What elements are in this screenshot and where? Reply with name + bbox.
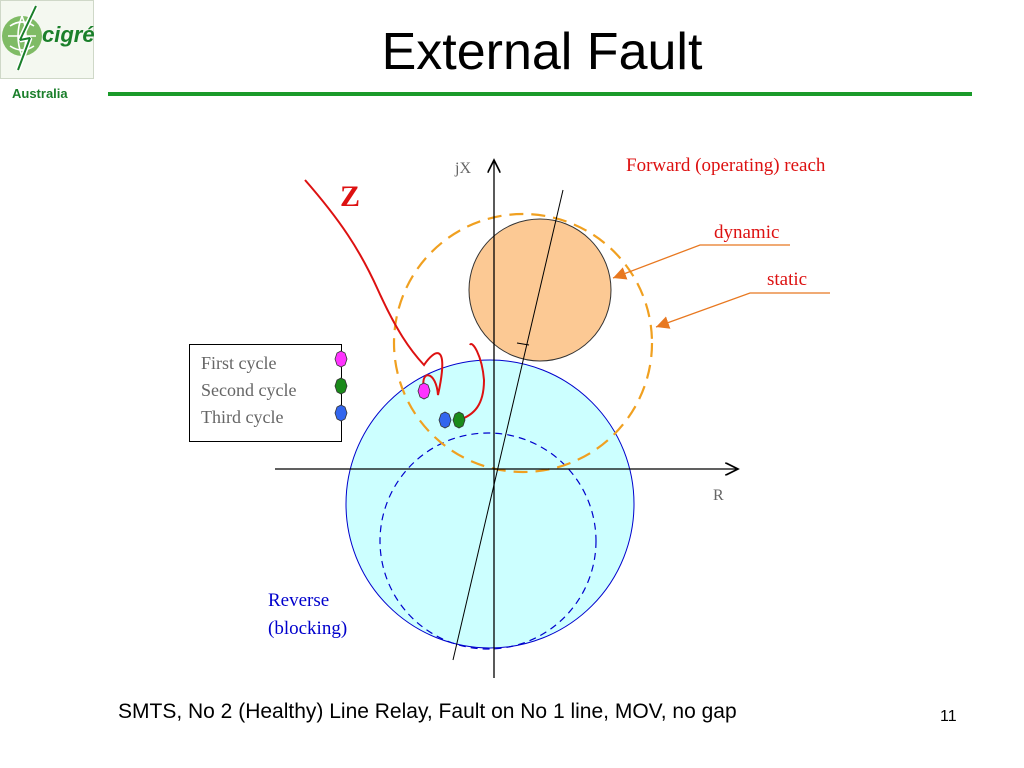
logo-wordmark: cigré: [42, 22, 95, 47]
legend-second-cycle: Second cycle: [201, 380, 297, 400]
static-dashed-circle: [392, 212, 654, 474]
page-number: 11: [940, 708, 957, 725]
legend-third-cycle-marker: [334, 404, 348, 422]
title-divider: [108, 92, 972, 96]
reach-tick: [516, 342, 530, 346]
legend-first-cycle-marker: [334, 350, 348, 368]
reverse-inner-dashed-circle: [379, 432, 597, 650]
legend-second-cycle-marker: [334, 377, 348, 395]
trajectory-label: Z: [340, 180, 361, 213]
legend-markers: [334, 350, 348, 422]
dynamic-label: dynamic: [714, 222, 780, 243]
logo-subtitle: Australia: [12, 86, 68, 101]
slide-caption: SMTS, No 2 (Healthy) Line Relay, Fault o…: [118, 700, 737, 723]
static-label: static: [767, 269, 808, 290]
cigre-logo: cigré: [0, 0, 96, 80]
legend-third-cycle: Third cycle: [201, 407, 284, 427]
third-cycle-marker: [438, 411, 452, 429]
second-cycle-marker: [452, 411, 466, 429]
jx-axis-label: jX: [455, 160, 471, 177]
cycle-legend: First cycle Second cycle Third cycle: [189, 344, 342, 442]
line-impedance: [452, 189, 564, 661]
r-axis-label: R: [713, 487, 724, 504]
static-callout: [655, 292, 830, 329]
blocking-label: (blocking): [268, 618, 348, 639]
forward-reach-label: Forward (operating) reach: [626, 155, 826, 176]
impedance-trajectory: [304, 179, 486, 421]
first-cycle-marker: [417, 382, 431, 400]
dynamic-callout: [612, 244, 790, 280]
reverse-label: Reverse: [268, 590, 330, 611]
page-title: External Fault: [381, 23, 703, 81]
legend-first-cycle: First cycle: [201, 353, 277, 373]
